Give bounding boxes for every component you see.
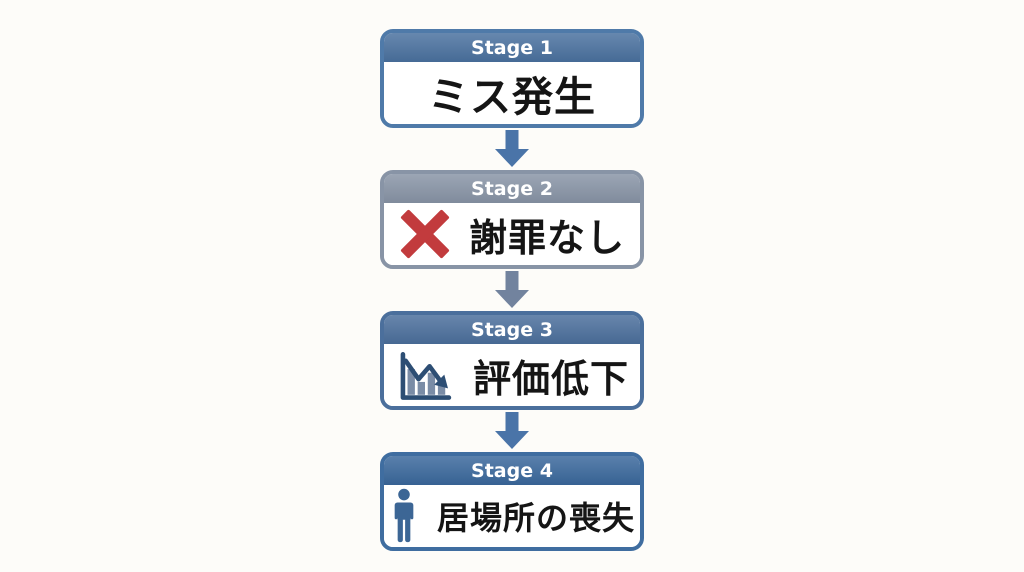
stage-1-body: ミス発生 — [384, 62, 640, 124]
stage-1-header: Stage 1 — [384, 33, 640, 62]
stage-3-body: 評価低下 — [384, 344, 640, 406]
stage-3-header-label: Stage 3 — [471, 318, 553, 341]
red-cross-icon — [399, 209, 451, 259]
declining-chart-icon — [395, 347, 455, 404]
stage-4-box: Stage 4 居場所の喪失 — [380, 452, 644, 551]
down-arrow-icon — [495, 271, 529, 308]
stage-2-body: 謝罪なし — [384, 203, 640, 265]
stage-4-body: 居場所の喪失 — [384, 485, 640, 547]
flow-column: Stage 1 ミス発生 Stage 2 — [380, 29, 644, 551]
arrow-stage3-to-stage4 — [492, 410, 532, 452]
stage-4-header-label: Stage 4 — [471, 459, 553, 482]
down-arrow-icon — [495, 412, 529, 449]
arrow-stage1-to-stage2 — [492, 128, 532, 170]
arrow-stage2-to-stage3 — [492, 269, 532, 311]
stage-4-header: Stage 4 — [384, 456, 640, 485]
stage-2-label: 謝罪なし — [468, 215, 625, 260]
stage-1-header-label: Stage 1 — [471, 36, 553, 59]
stage-1-label: ミス発生 — [428, 73, 596, 121]
stage-2-header-label: Stage 2 — [471, 177, 553, 200]
down-arrow-icon — [495, 130, 529, 167]
stage-3-header: Stage 3 — [384, 315, 640, 344]
stage-3-label: 評価低下 — [472, 356, 629, 401]
stage-4-label: 居場所の喪失 — [436, 499, 635, 537]
stage-3-box: Stage 3 — [380, 311, 644, 410]
person-icon — [389, 488, 419, 544]
stage-1-box: Stage 1 ミス発生 — [380, 29, 644, 128]
stage-2-box: Stage 2 謝罪なし — [380, 170, 644, 269]
stage-2-header: Stage 2 — [384, 174, 640, 203]
